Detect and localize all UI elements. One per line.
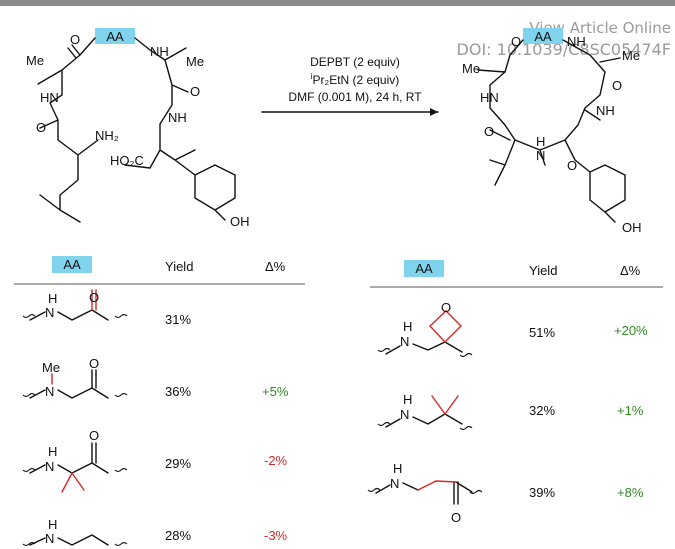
row-atom: N [45, 531, 54, 546]
atom-hn: HN [40, 90, 59, 105]
row-atom: H [48, 291, 57, 306]
right-delta-header: Δ% [620, 263, 641, 278]
row-atom: O [89, 428, 99, 443]
atom-o3: O [190, 84, 200, 99]
row-yield: 39% [529, 485, 555, 500]
row-atom: O [89, 356, 99, 371]
condition-line-1: DEPBT (2 equiv) [310, 55, 400, 69]
atom-o1: O [70, 32, 80, 47]
atom-oh-prod: OH [622, 220, 642, 235]
atom-nh1: NH [150, 44, 169, 59]
cyclic-product: AA O NH Me Me O HN NH O H N O OH [462, 28, 642, 235]
left-table-header: AA Yield Δ% [14, 256, 305, 285]
atom-o2: O [36, 120, 46, 135]
row-atom: O [441, 300, 451, 315]
atom-o-top: O [511, 34, 521, 49]
table-row: N Me O 36% +5% [22, 356, 289, 399]
right-aa-header-box [404, 260, 444, 277]
table-row: N H O 31% [22, 289, 191, 327]
table-row: N H O 39% +8% [367, 461, 644, 525]
atom-nh2b: NH [168, 110, 187, 125]
row-atom: Me [42, 360, 60, 375]
atom-ho2c: HO₂C [110, 153, 144, 168]
row-atom: O [451, 510, 461, 525]
row-yield: 29% [165, 456, 191, 471]
top-rule [0, 0, 675, 6]
atom-nh2: NH₂ [95, 128, 119, 143]
atom-me2: Me [186, 54, 204, 69]
row-delta: +8% [617, 485, 644, 500]
row-atom: H [393, 461, 402, 476]
row-yield: 36% [165, 384, 191, 399]
atom-h-b: H [536, 134, 545, 149]
condition-line-3: DMF (0.001 M), 24 h, RT [288, 90, 422, 104]
row-atom: H [403, 319, 412, 334]
condition-line-2: iPr₂EtN (2 equiv) [311, 72, 399, 87]
right-aa-header: AA [415, 261, 433, 276]
left-aa-header-box [52, 256, 92, 273]
atom-o-l: O [484, 124, 494, 139]
row-atom: N [45, 459, 54, 474]
row-yield: 31% [165, 312, 191, 327]
row-delta: -3% [264, 528, 288, 543]
row-delta: +20% [614, 323, 648, 338]
row-yield: 28% [165, 528, 191, 543]
aa-box-start [95, 28, 135, 44]
row-atom: H [48, 444, 57, 459]
view-article-online-link[interactable]: View Article Online [529, 19, 671, 37]
atom-o-b: O [567, 158, 577, 173]
row-atom: N [390, 476, 399, 491]
right-table-header: AA Yield Δ% [370, 260, 663, 288]
row-delta: +5% [262, 384, 289, 399]
atom-me-2: Me [622, 48, 640, 63]
atom-o-r: O [612, 78, 622, 93]
row-atom: N [400, 334, 409, 349]
atom-me1: Me [26, 53, 44, 68]
aa-label-product: AA [534, 29, 552, 44]
table-row: N H O 29% -2% [22, 428, 288, 493]
aa-box-product [523, 28, 563, 44]
table-row: N H 28% -3% [22, 517, 288, 547]
table-row: N H O 51% +20% [377, 300, 648, 358]
atom-n-b: N [536, 148, 545, 163]
reaction-arrowhead [430, 108, 438, 116]
row-atom: N [45, 384, 54, 399]
right-yield-header: Yield [529, 263, 557, 278]
atom-me-1: Me [462, 61, 480, 76]
row-atom: H [403, 392, 412, 407]
left-aa-header: AA [63, 257, 81, 272]
aa-label-start: AA [106, 29, 124, 44]
row-atom: O [89, 290, 99, 305]
left-yield-header: Yield [165, 259, 193, 274]
row-delta: -2% [264, 453, 288, 468]
atom-nh-top: NH [567, 34, 586, 49]
atom-oh: OH [230, 214, 250, 229]
reaction-conditions: DEPBT (2 equiv) iPr₂EtN (2 equiv) DMF (0… [261, 55, 439, 116]
row-atom: N [400, 407, 409, 422]
left-delta-header: Δ% [265, 259, 286, 274]
row-atom: H [48, 517, 57, 532]
table-row: N H 32% +1% [377, 392, 644, 431]
atom-nh-r: NH [596, 103, 615, 118]
row-atom: N [45, 305, 54, 320]
row-yield: 51% [529, 325, 555, 340]
row-yield: 32% [529, 403, 555, 418]
row-delta: +1% [617, 403, 644, 418]
atom-hn-prod: HN [480, 90, 499, 105]
starting-material: AA O Me HN O NH₂ NH Me O NH HO₂C OH [26, 28, 250, 229]
